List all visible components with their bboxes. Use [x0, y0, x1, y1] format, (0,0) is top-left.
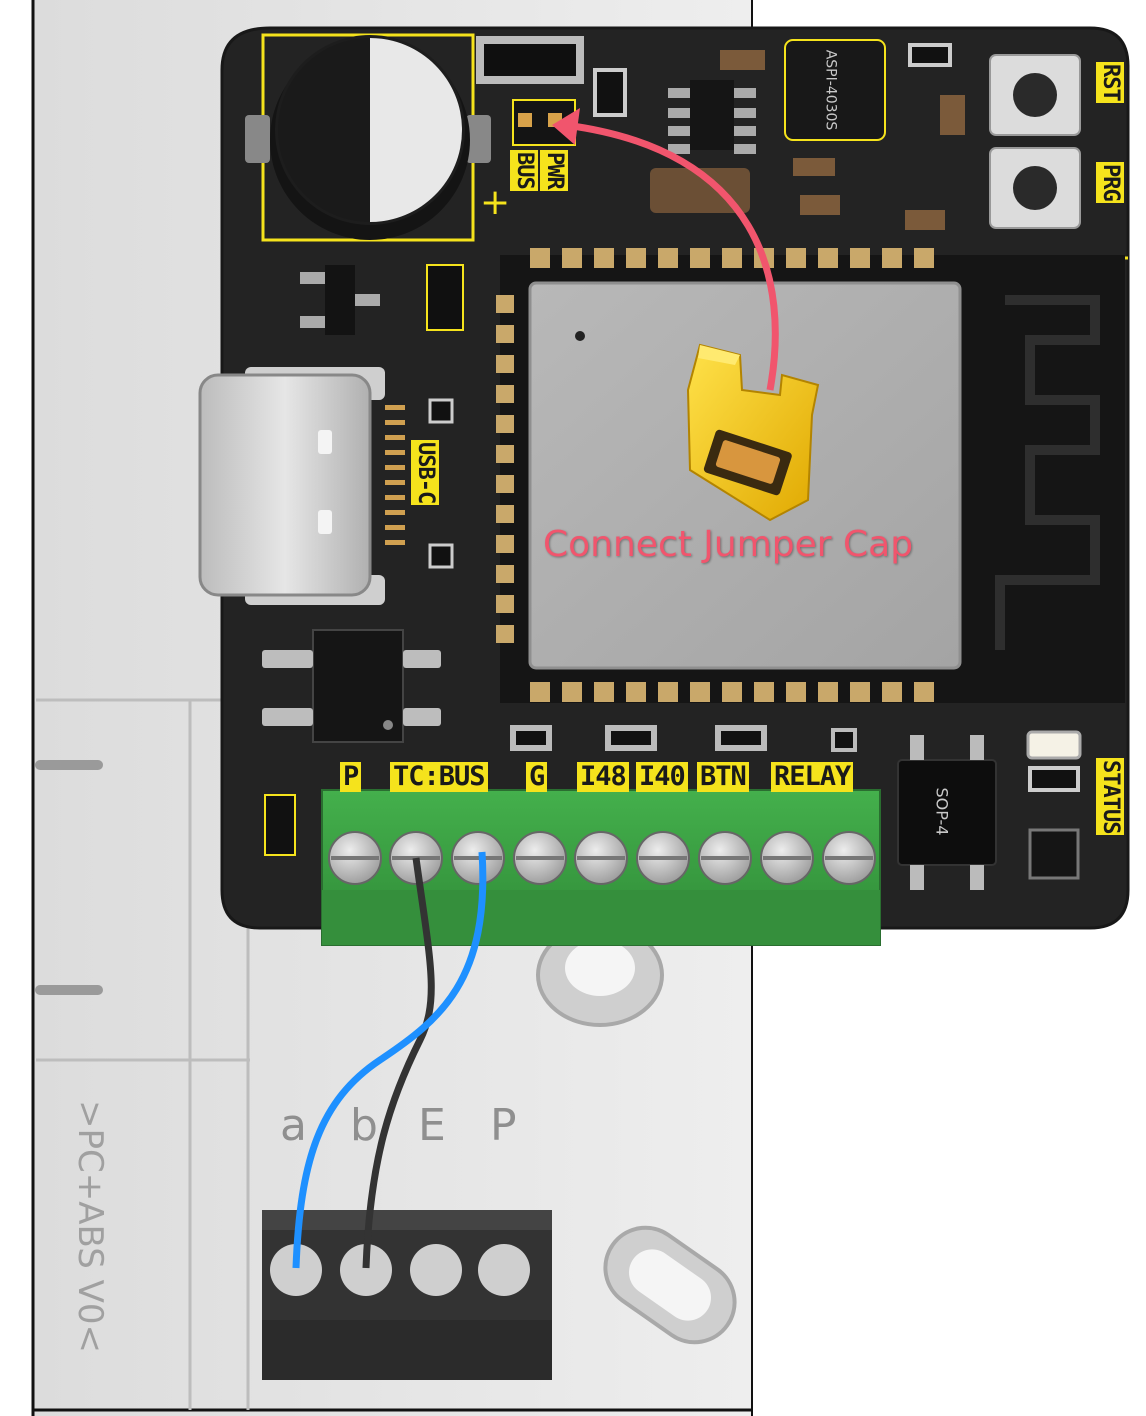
wire-bus-b	[362, 857, 435, 1269]
label-usb-c: USB-C	[411, 440, 439, 506]
antenna-trace	[995, 295, 1100, 650]
terminal-label-p: P	[340, 762, 362, 792]
terminal-label-relay: RELAY	[771, 762, 854, 792]
terminal-label-i48: I48	[577, 762, 629, 792]
instruction-arrow	[564, 121, 779, 391]
label-rst: RST	[1096, 62, 1124, 103]
label-status: STATUS	[1096, 758, 1124, 836]
label-prg: PRG	[1096, 162, 1124, 203]
status-led	[1026, 730, 1082, 760]
base-screw-a[interactable]	[270, 1244, 322, 1296]
inductor	[784, 39, 886, 141]
label-pwr: PWR	[540, 150, 568, 191]
terminal-label-btn: BTN	[697, 762, 749, 792]
svg-text:+: +	[480, 182, 510, 223]
base-letter-e: E	[418, 1100, 446, 1151]
base-screw-p[interactable]	[478, 1244, 530, 1296]
base-embossed-text: >PC+ABS V0<	[70, 1100, 110, 1353]
inductor-marking: ASPI-4030S	[822, 49, 839, 131]
label-bus: BUS	[510, 150, 538, 191]
terminal-label-g: G	[526, 762, 548, 792]
ssr-relay	[897, 759, 997, 866]
base-letter-p: P	[490, 1100, 517, 1151]
base-screw-b[interactable]	[340, 1244, 392, 1296]
jumper-cap[interactable]	[686, 343, 820, 522]
instruction-caption: Connect Jumper Cap	[543, 524, 914, 565]
base-screw-e[interactable]	[410, 1244, 462, 1296]
terminal-label-i40: I40	[636, 762, 688, 792]
wire-bus-a	[292, 851, 487, 1269]
base-letter-a: a	[280, 1100, 307, 1151]
terminal-label-tc-bus: TC:BUS	[390, 762, 488, 792]
usb-c-connector[interactable]	[198, 373, 372, 597]
base-letter-b: b	[350, 1100, 378, 1151]
ssr-marking: SOP-4	[932, 787, 952, 836]
